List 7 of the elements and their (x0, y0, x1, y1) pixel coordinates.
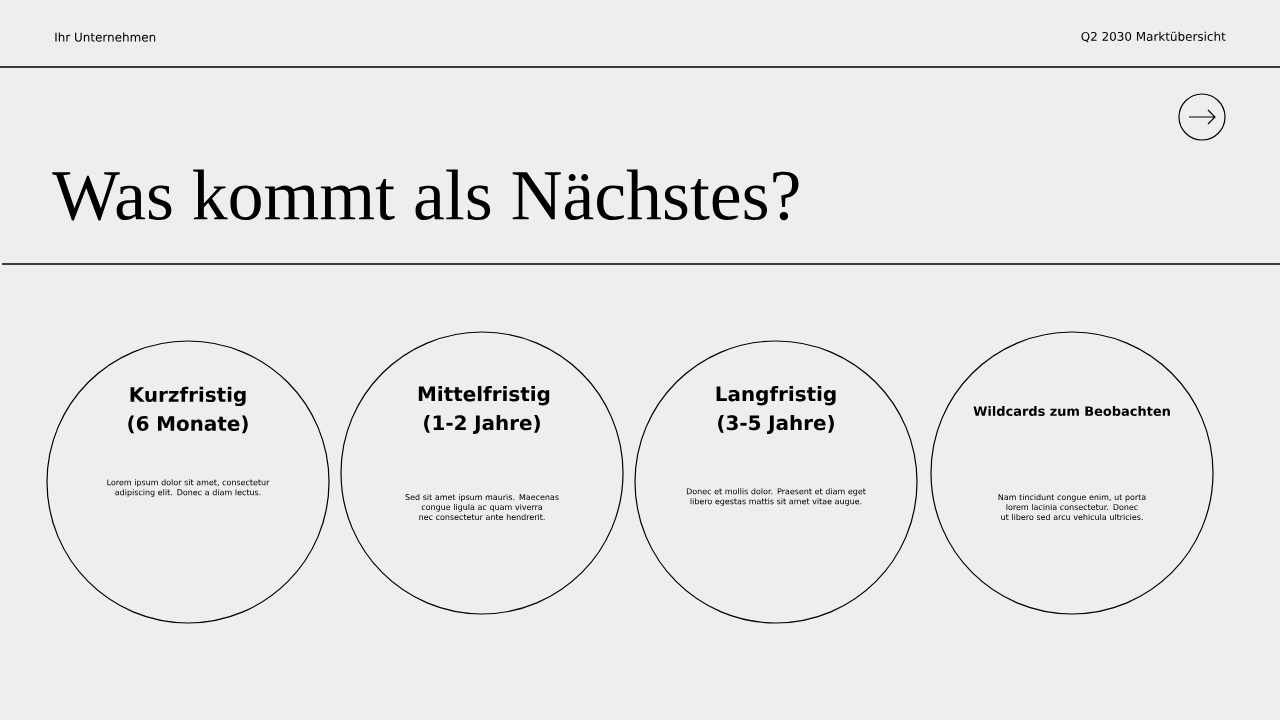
circle-heading: Kurzfristig (6 Monate) (128, 386, 248, 434)
title: Was kommt als Nächstes? (52, 169, 799, 221)
header-text: Ihr Unternehmen (55, 32, 156, 42)
header-text: Q2 2030 Marktübersicht (1081, 31, 1226, 43)
circle-heading: Langfristig (3-5 Jahre) (716, 386, 836, 434)
circle-heading: Wildcards zum Beobachten (973, 406, 1170, 416)
circle-heading: Mittelfristig (1-2 Jahre) (418, 386, 550, 434)
